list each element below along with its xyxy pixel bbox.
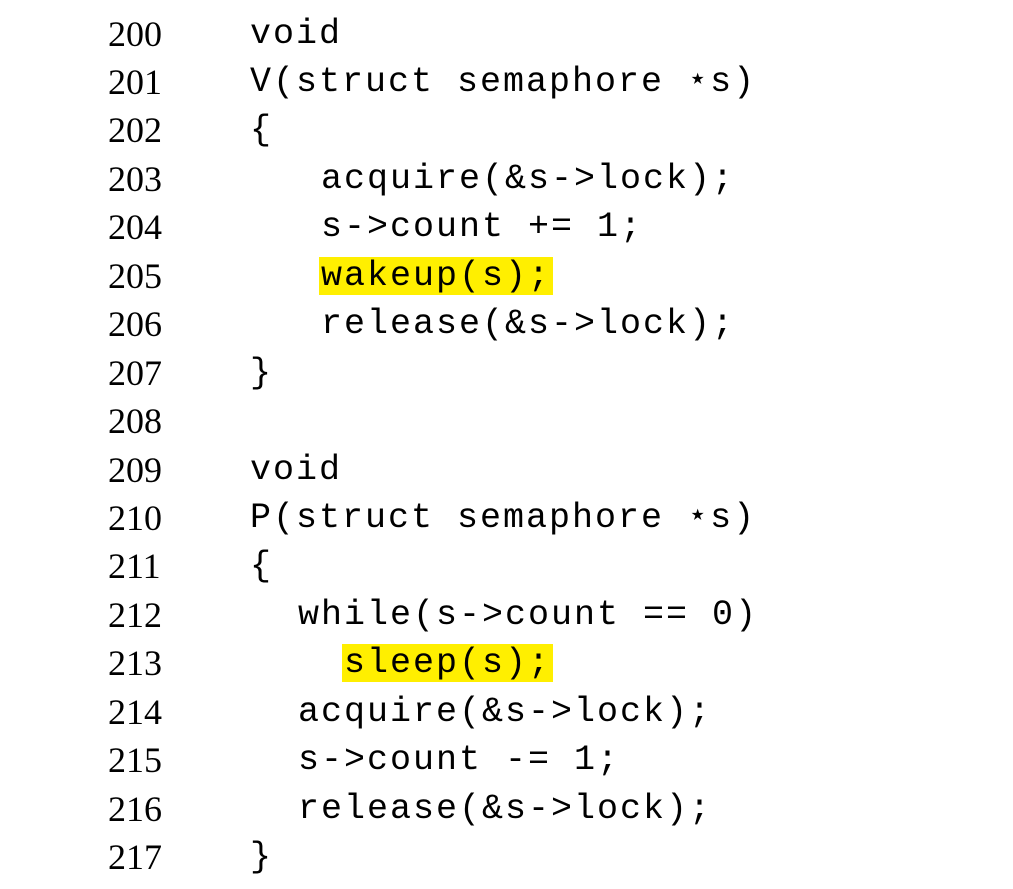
- line-number: 206: [108, 304, 162, 344]
- highlighted-code-text: wakeup(s);: [319, 256, 554, 296]
- code-line: 202 {: [0, 106, 271, 154]
- line-number: 208: [108, 401, 162, 441]
- line-number: 216: [108, 789, 162, 829]
- code-line: 212 while(s->count == 0): [0, 591, 756, 639]
- code-line-highlighted: 205 wakeup(s);: [0, 252, 554, 300]
- code-line: 214 acquire(&s->lock);: [0, 688, 710, 736]
- code-line: 211 {: [0, 542, 271, 590]
- code-line: 203 acquire(&s->lock);: [0, 155, 733, 203]
- code-text: acquire(&s->lock);: [321, 159, 736, 199]
- code-line-highlighted: 213 sleep(s);: [0, 639, 554, 687]
- line-number: 207: [108, 353, 162, 393]
- code-line: 207 }: [0, 349, 271, 397]
- line-number: 200: [108, 14, 162, 54]
- line-number: 212: [108, 595, 162, 635]
- code-line: 204 s->count += 1;: [0, 203, 641, 251]
- code-line: 217 }: [0, 833, 271, 881]
- code-text: while(s->count == 0): [298, 595, 759, 635]
- code-line: 215 s->count -= 1;: [0, 736, 618, 784]
- code-text: s->count -= 1;: [298, 740, 621, 780]
- code-line: 206 release(&s->lock);: [0, 300, 733, 348]
- line-number: 209: [108, 450, 162, 490]
- code-text: void: [250, 450, 343, 490]
- code-line: 210 P(struct semaphore ⋆s): [0, 494, 754, 542]
- line-number: 211: [108, 546, 161, 586]
- line-number: 203: [108, 159, 162, 199]
- code-text: }: [250, 837, 274, 877]
- code-text: P(struct semaphore ⋆s): [250, 498, 757, 538]
- line-number: 217: [108, 837, 162, 877]
- highlighted-code-text: sleep(s);: [342, 643, 554, 683]
- line-number: 213: [108, 643, 162, 683]
- line-number: 214: [108, 692, 162, 732]
- code-line: 216 release(&s->lock);: [0, 785, 710, 833]
- line-number: 201: [108, 62, 162, 102]
- line-number: 205: [108, 256, 162, 296]
- code-text: void: [250, 14, 343, 54]
- code-line: 201 V(struct semaphore ⋆s): [0, 58, 754, 106]
- code-text: acquire(&s->lock);: [298, 692, 713, 732]
- code-line: 200 void: [0, 10, 340, 58]
- code-line: 209 void: [0, 446, 340, 494]
- code-text: {: [250, 110, 274, 150]
- code-line: 208: [0, 397, 162, 445]
- line-number: 210: [108, 498, 162, 538]
- line-number: 204: [108, 207, 162, 247]
- line-number: 215: [108, 740, 162, 780]
- code-text: s->count += 1;: [321, 207, 644, 247]
- code-text: }: [250, 353, 274, 393]
- code-text: V(struct semaphore ⋆s): [250, 62, 757, 102]
- code-text: release(&s->lock);: [298, 789, 713, 829]
- line-number: 202: [108, 110, 162, 150]
- code-text: {: [250, 546, 274, 586]
- code-text: release(&s->lock);: [321, 304, 736, 344]
